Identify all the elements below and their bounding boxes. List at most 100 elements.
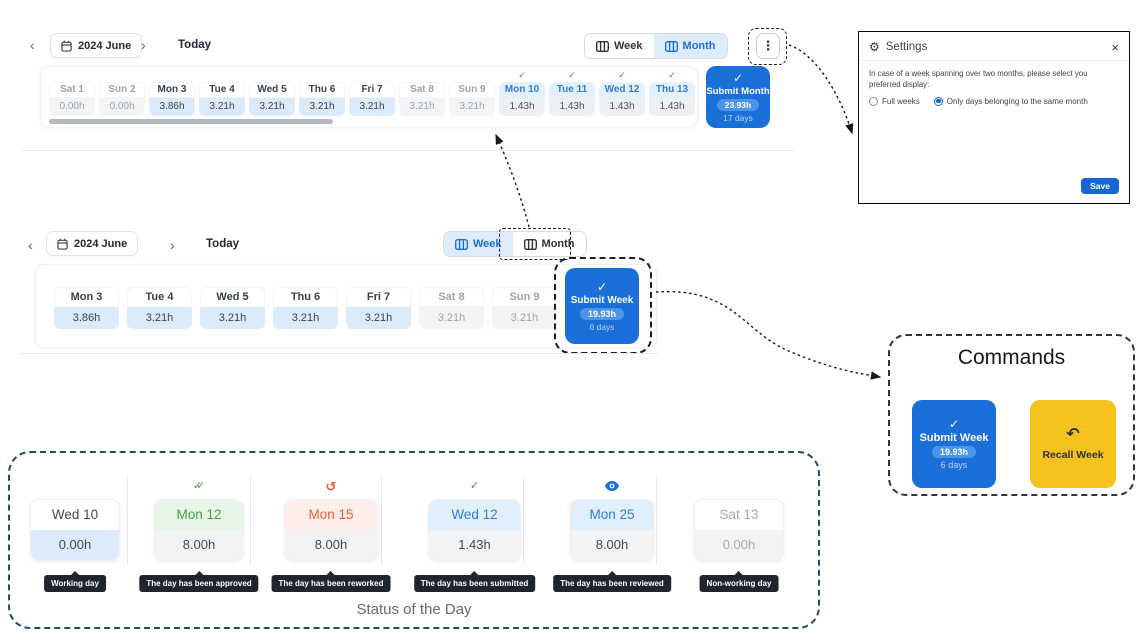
next-week-button[interactable]: › [170,237,175,253]
week-days-strip: ✓ Mon 3 3.86h ✓ Tue 4 3.21h ✓ Wed 5 3.21… [35,264,657,348]
day-cell[interactable]: ✓ Sun 2 0.00h [99,70,145,116]
today-button-week-view[interactable]: Today [206,238,240,250]
day-cell[interactable]: ✓ Tue 11 1.43h [549,70,595,116]
day-cell[interactable]: ✓ Mon 3 3.86h [54,287,119,329]
day-hours: 0.00h [49,98,95,116]
day-hours: 1.43h [499,98,545,116]
status-day-card[interactable]: Mon 12 8.00h [154,499,244,561]
status-day-card[interactable]: Wed 10 0.00h [30,499,120,561]
submit-month-button[interactable]: ✓ Submit Month 23.93h 17 days [706,66,770,128]
day-cell[interactable]: ✓ Sat 8 3.21h [419,287,484,329]
day-cell[interactable]: ✓ Wed 12 1.43h [599,70,645,116]
gear-icon: ⚙ [869,40,880,54]
day-hours: 3.21h [299,98,345,116]
week-toggle-button[interactable]: Week [585,34,654,58]
settings-title: Settings [885,41,928,53]
submit-week-command-button[interactable]: ✓ Submit Week 19.93h 6 days [912,400,996,488]
day-cell[interactable]: ✓ Thu 6 3.21h [299,70,345,116]
day-hours: 1.43h [429,530,520,560]
status-separator [381,477,382,564]
day-name: Mon 3 [149,82,195,98]
today-button-month-view[interactable]: Today [178,39,212,51]
day-cell[interactable]: ✓ Sun 9 3.21h [449,70,495,116]
month-total-hours-badge: 23.93h [716,98,760,111]
submit-month-label: Submit Month [706,85,770,97]
component-divider [22,150,794,151]
status-tooltip: Working day [44,575,106,592]
day-name: Fri 7 [346,287,411,307]
radio-option-full-weeks[interactable]: Full weeks [869,96,920,106]
day-cell[interactable]: ✓ Fri 7 3.21h [346,287,411,329]
day-hours: 3.21h [199,98,245,116]
day-hours: 3.86h [54,307,119,329]
calendar-icon [61,40,72,52]
prev-week-button[interactable]: ‹ [28,237,33,253]
recall-week-label: Recall Week [1042,449,1104,461]
status-day-card[interactable]: Sat 13 0.00h [694,499,784,561]
radio-unselected-icon[interactable] [869,96,878,106]
day-hours: 3.21h [249,98,295,116]
prev-month-button[interactable]: ‹ [30,37,35,53]
day-name: Sat 8 [399,82,445,98]
next-month-button[interactable]: › [141,37,146,53]
month-days-count: 17 days [723,112,753,123]
day-cell[interactable]: ✓ Mon 3 3.86h [149,70,195,116]
component-divider [18,353,658,354]
status-separator [523,477,524,564]
month-date-picker[interactable]: 2024 June [50,33,143,58]
day-cell[interactable]: ✓ Sat 8 3.21h [399,70,445,116]
day-hours: 0.00h [695,530,783,560]
day-cell[interactable]: ✓ Mon 10 1.43h [499,70,545,116]
status-separator [656,477,657,564]
settings-kebab-button[interactable]: ⋮ [756,33,780,59]
recall-week-command-button[interactable]: ↶ Recall Week [1030,400,1116,488]
status-icon-row: ✓✓ ↺ ✓ [694,473,784,499]
radio-option-same-month[interactable]: Only days belonging to the same month [933,96,1088,106]
eye-icon [605,481,619,491]
day-name: Mon 3 [54,287,119,307]
day-hours: 0.00h [31,530,119,560]
close-icon[interactable]: × [1111,39,1119,55]
day-hours: 1.43h [599,98,645,116]
status-section-caption: Status of the Day [356,601,472,618]
month-toggle-button[interactable]: Month [513,232,586,256]
submit-week-button[interactable]: ✓ Submit Week 19.93h 6 days [565,268,639,344]
month-toggle-label: Month [541,238,575,250]
day-name: Sun 9 [492,287,557,307]
day-name: Tue 4 [199,82,245,98]
check-icon: ✓ [596,279,608,294]
status-icon-row: ✓✓ ↺ ✓ [428,473,521,499]
day-hours: 3.21h [492,307,557,329]
check-icon: ✓ [732,70,744,85]
day-cell[interactable]: ✓ Thu 13 1.43h [649,70,695,116]
day-cell[interactable]: ✓ Tue 4 3.21h [127,287,192,329]
day-cell[interactable]: ✓ Sun 9 3.21h [492,287,557,329]
check-icon: ✓ [469,479,480,492]
month-toggle-button[interactable]: Month [653,34,727,58]
status-day-card[interactable]: Mon 15 8.00h [284,499,378,561]
status-tooltip: The day has been submitted [413,575,536,592]
status-day-card[interactable]: Wed 12 1.43h [428,499,521,561]
radio-label: Full weeks [882,96,920,106]
radio-selected-icon[interactable] [933,96,943,106]
day-cell[interactable]: ✓ Fri 7 3.21h [349,70,395,116]
day-cell[interactable]: ✓ Tue 4 3.21h [199,70,245,116]
day-cell[interactable]: ✓ Thu 6 3.21h [273,287,338,329]
settings-description: In case of a week spanning over two mont… [869,69,1088,90]
day-hours: 3.21h [127,307,192,329]
day-cell[interactable]: ✓ Wed 5 3.21h [200,287,265,329]
week-days-row: ✓ Mon 3 3.86h ✓ Tue 4 3.21h ✓ Wed 5 3.21… [36,265,656,329]
day-name: Wed 5 [249,82,295,98]
week-date-picker[interactable]: 2024 June [46,231,139,256]
day-hours: 3.21h [200,307,265,329]
day-name: Thu 13 [649,82,695,98]
day-name: Sat 13 [719,507,759,522]
day-cell[interactable]: ✓ Wed 5 3.21h [249,70,295,116]
day-cell[interactable]: ✓ Sat 1 0.00h [49,70,95,116]
day-name: Tue 4 [127,287,192,307]
save-button[interactable]: Save [1081,178,1119,194]
week-toggle-button[interactable]: Week [444,232,513,256]
horizontal-scrollbar[interactable] [49,119,333,124]
status-day-card[interactable]: Mon 25 8.00h [570,499,654,561]
